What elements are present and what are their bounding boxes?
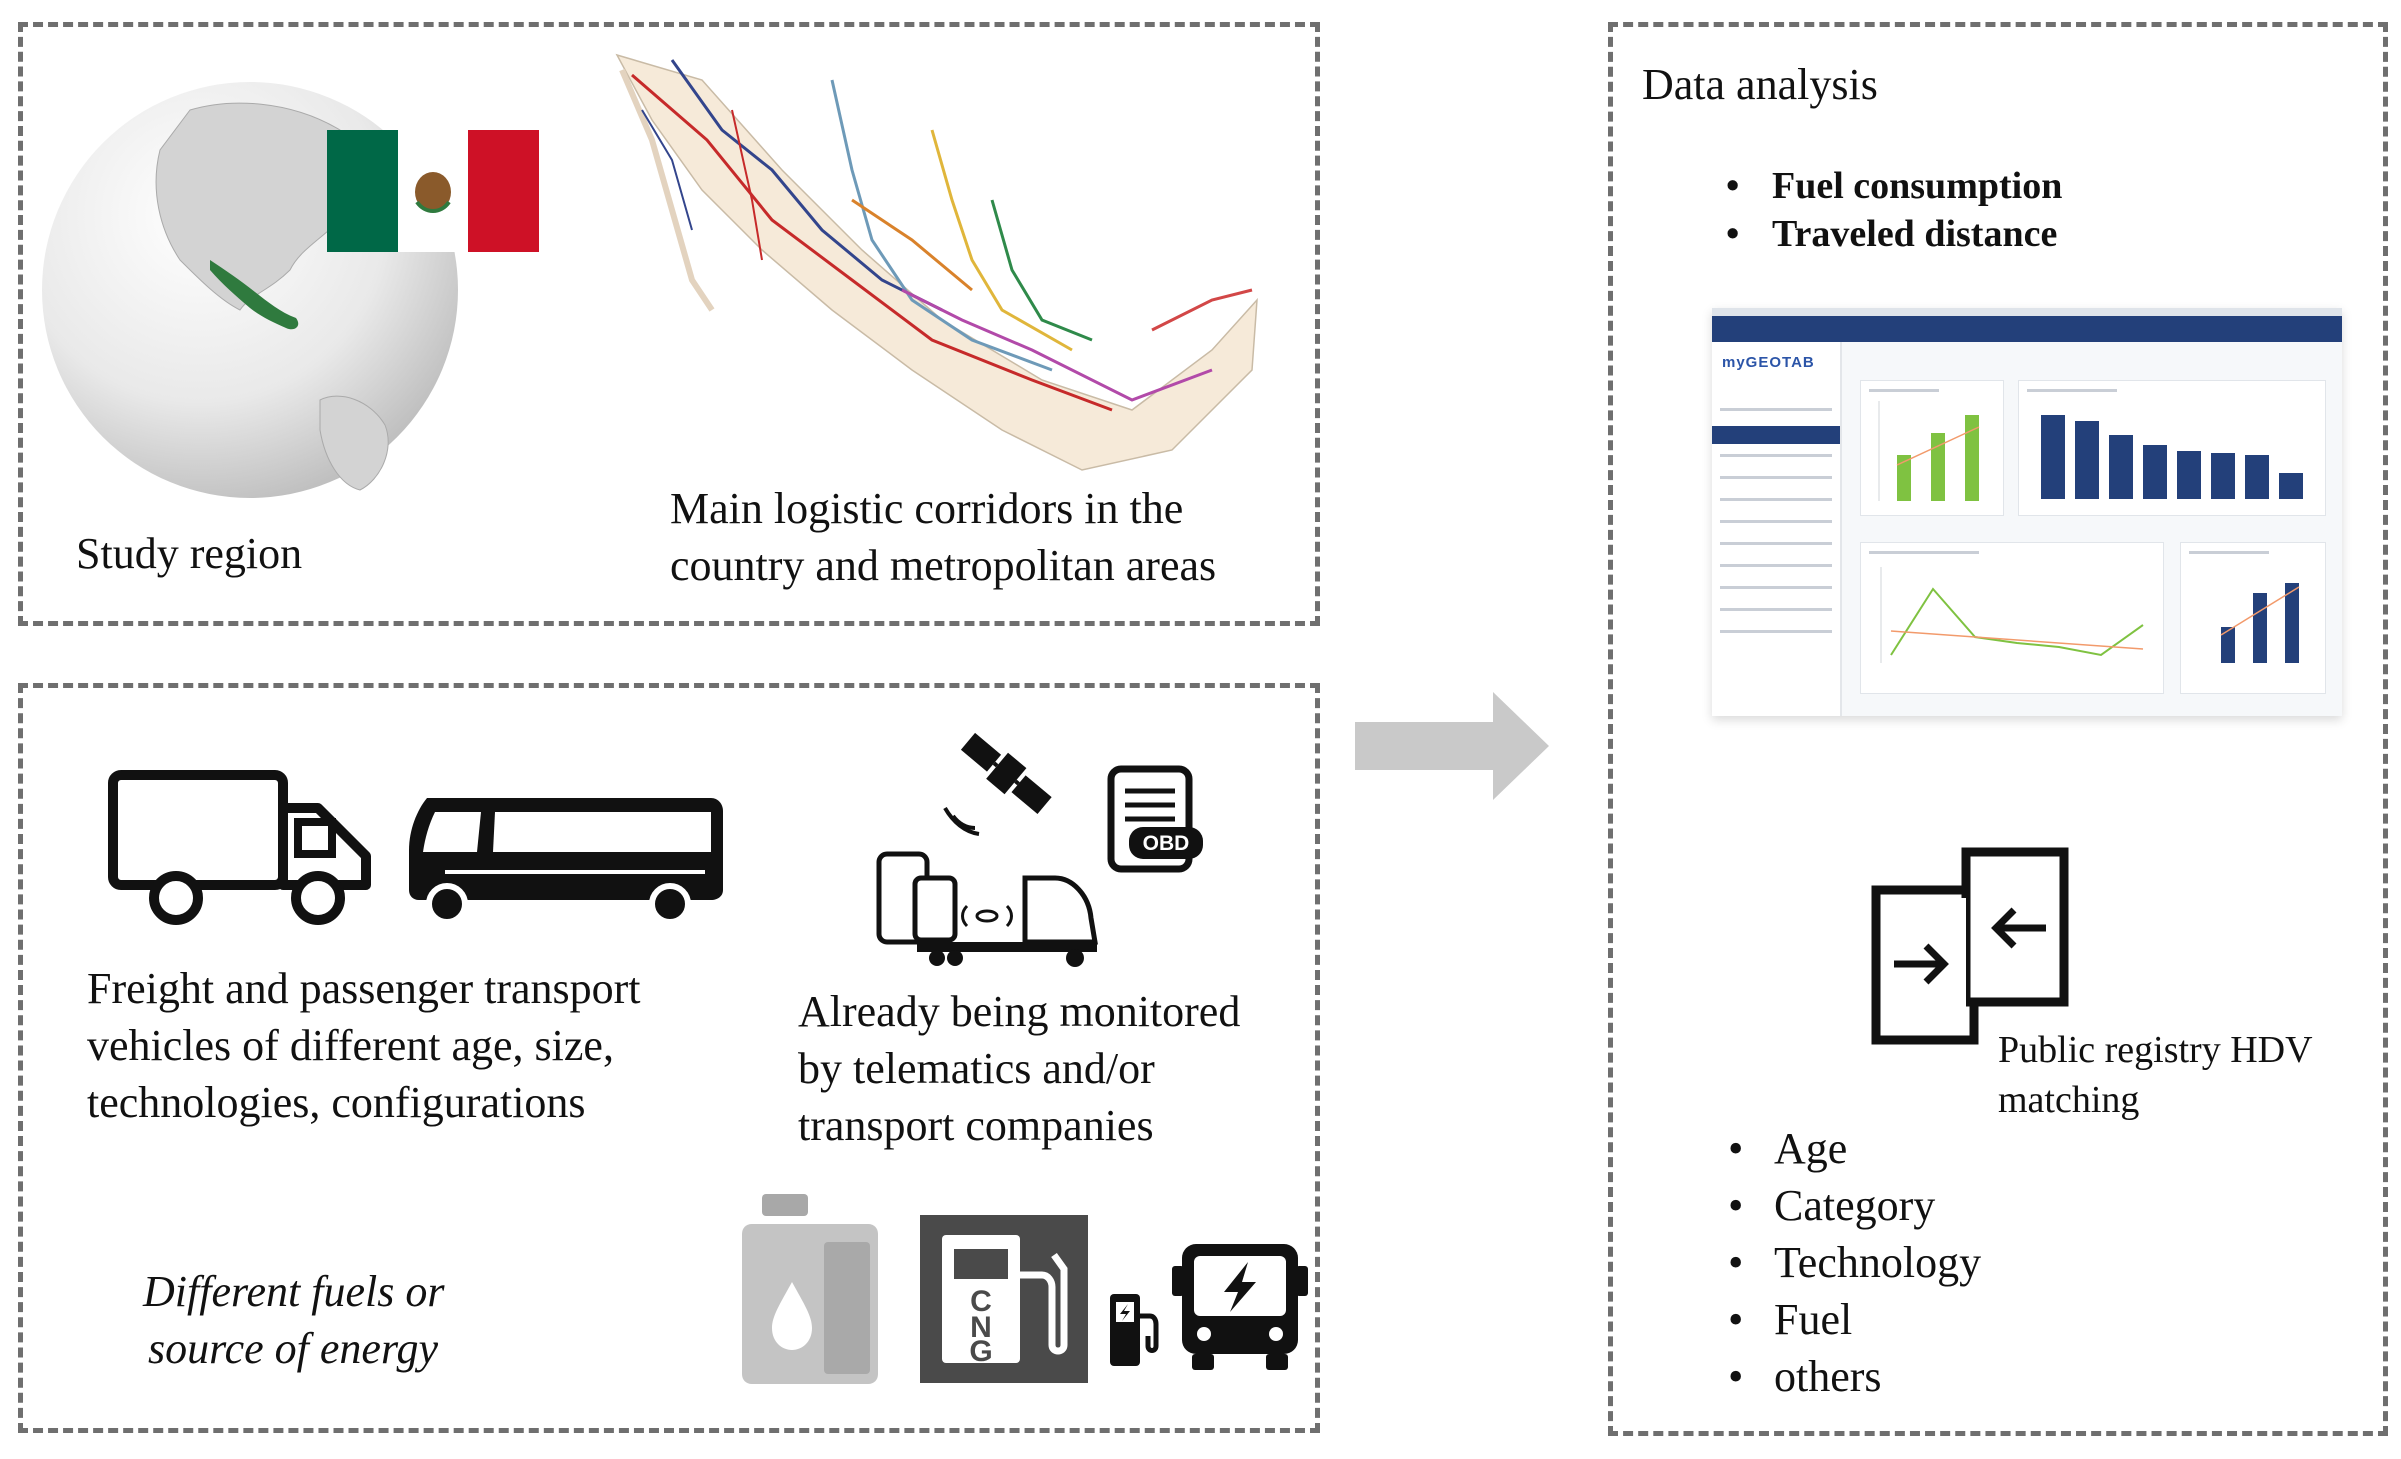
corridors-label-line2: country and metropolitan areas <box>670 541 1217 590</box>
monitor-text-line3: transport companies <box>798 1101 1154 1150</box>
study-region-panel <box>18 22 1320 626</box>
dashboard-window-top <box>1712 308 2342 316</box>
bus-icon <box>409 798 723 925</box>
electric-bus-icon <box>1172 1244 1308 1370</box>
cng-letter-g: G <box>969 1335 992 1368</box>
fleet-text-line3: technologies, configurations <box>87 1078 586 1127</box>
study-region-label: Study region <box>76 529 303 578</box>
dashboard-card-emissions <box>2018 380 2326 516</box>
cng-station-icon: C N G <box>920 1215 1088 1383</box>
monitor-text-line1: Already being monitored <box>798 987 1241 1036</box>
dashboard-card-idle <box>1860 542 2164 694</box>
attributes-list: Age Category Technology Fuel others <box>1722 1120 1981 1405</box>
metrics-list: Fuel consumption Traveled distance <box>1720 162 2062 258</box>
truck-icon <box>108 770 371 925</box>
cng-letter-n: N <box>970 1311 992 1344</box>
dashboard-header-bar <box>1712 316 2342 342</box>
metric-item: Traveled distance <box>1720 210 2062 258</box>
fleet-text-line1: Freight and passenger transport <box>87 964 641 1013</box>
attribute-item: Fuel <box>1722 1291 1981 1348</box>
vehicles-panel <box>18 683 1320 1433</box>
dashboard-mileage-bars <box>2189 551 2300 663</box>
mexico-highlight <box>210 260 299 330</box>
fleet-text-line2: vehicles of different age, size, <box>87 1021 614 1070</box>
attribute-item: Category <box>1722 1177 1981 1234</box>
attribute-item: Age <box>1722 1120 1981 1177</box>
registry-label-line1: Public registry HDV <box>1998 1029 2313 1071</box>
dashboard-emission-bars <box>2027 389 2303 499</box>
dashboard-card-mileage <box>2180 542 2326 694</box>
metric-item: Fuel consumption <box>1720 162 2062 210</box>
data-analysis-title: Data analysis <box>1642 60 1878 109</box>
ev-charger-icon <box>1110 1294 1159 1366</box>
cng-letter-c: C <box>970 1285 992 1318</box>
dashboard-active-nav <box>1712 426 1840 444</box>
attribute-item: Technology <box>1722 1234 1981 1291</box>
flow-arrow-icon <box>1355 692 1549 800</box>
telematics-dashboard-screenshot: myGEOTAB <box>1712 308 2342 716</box>
mexico-flag <box>327 130 539 252</box>
fuels-text-line2: source of energy <box>148 1324 438 1373</box>
dashboard-card-fuel <box>1860 380 2004 516</box>
logistic-corridors-map <box>615 53 1258 471</box>
satellite-icon <box>943 732 1052 836</box>
registry-label-line2: matching <box>1998 1079 2140 1121</box>
telematics-icon <box>876 851 1098 967</box>
monitor-text-line2: by telematics and/or <box>798 1044 1155 1093</box>
dashboard-fuel-bars <box>1869 389 1980 501</box>
obd-device-icon: OBD <box>1107 765 1203 873</box>
corridors-label-line1: Main logistic corridors in the <box>670 484 1184 533</box>
data-analysis-panel <box>1608 22 2388 1436</box>
fuel-canister-icon <box>742 1194 878 1384</box>
registry-matching-icon <box>1871 847 2069 1045</box>
dashboard-logo: myGEOTAB <box>1722 354 1815 371</box>
dashboard-idle-line <box>1869 551 2144 663</box>
obd-label: OBD <box>1143 832 1190 855</box>
dashboard-sidebar: myGEOTAB <box>1712 342 1842 716</box>
fuels-text-line1: Different fuels or <box>143 1267 445 1316</box>
attribute-item: others <box>1722 1348 1981 1405</box>
